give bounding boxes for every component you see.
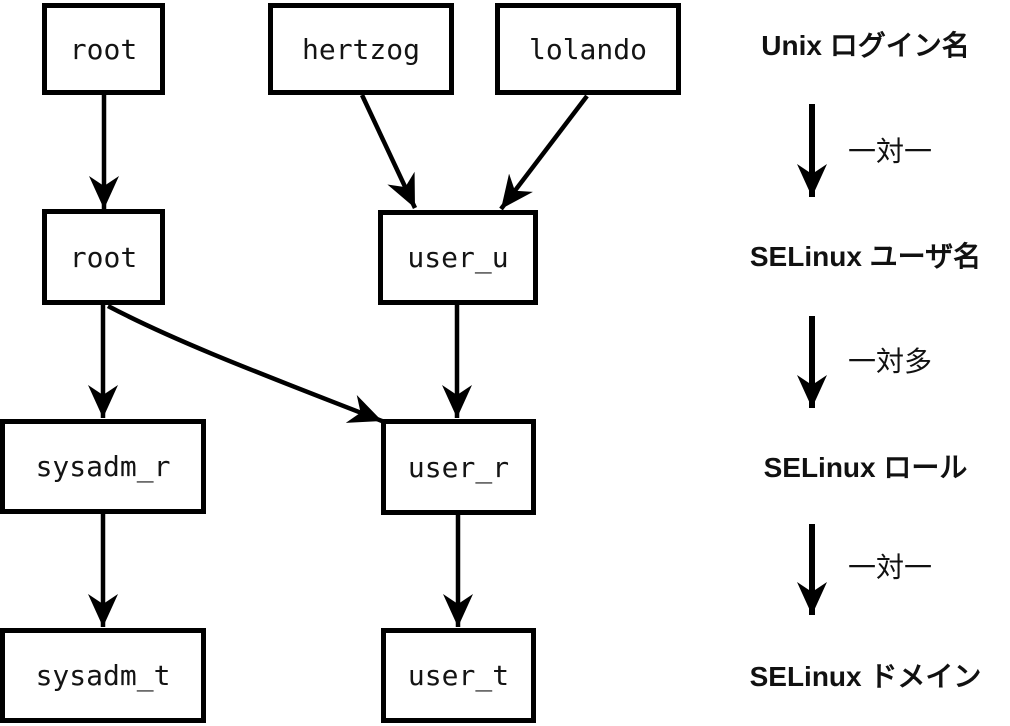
node-label: sysadm_r bbox=[35, 450, 171, 483]
node-selinux-user-user_u: user_u bbox=[378, 210, 538, 305]
node-unix-login-root: root bbox=[42, 3, 165, 95]
edge-seuser-root-to-user_r bbox=[106, 304, 383, 424]
node-selinux-role-user_r: user_r bbox=[381, 419, 536, 515]
legend-level-selinux-role: SELinux ロール bbox=[763, 452, 968, 483]
node-label: root bbox=[69, 32, 138, 66]
legend-level-unix-login: Unix ログイン名 bbox=[761, 30, 970, 61]
node-label: hertzog bbox=[301, 32, 420, 66]
legend-relation-one-to-many: 一対多 bbox=[848, 345, 933, 378]
legend-level-selinux-user: SELinux ユーザ名 bbox=[749, 241, 982, 272]
node-label: sysadm_t bbox=[35, 659, 171, 692]
node-selinux-domain-user_t: user_t bbox=[381, 628, 536, 723]
edge-hertzog-to-user_u bbox=[359, 94, 418, 209]
legend-relation-one-to-one-2: 一対一 bbox=[848, 551, 933, 584]
node-unix-login-lolando: lolando bbox=[495, 3, 681, 95]
node-label: root bbox=[69, 240, 138, 274]
node-label: user_r bbox=[407, 450, 510, 484]
node-selinux-role-sysadm_r: sysadm_r bbox=[0, 419, 206, 514]
legend-relation-one-to-one-1: 一対一 bbox=[848, 135, 933, 168]
node-label: lolando bbox=[528, 32, 647, 66]
node-label: user_t bbox=[407, 659, 510, 692]
node-selinux-user-root: root bbox=[42, 209, 165, 305]
legend-level-selinux-domain: SELinux ドメイン bbox=[749, 661, 982, 692]
node-selinux-domain-sysadm_t: sysadm_t bbox=[0, 628, 206, 723]
node-label: user_u bbox=[407, 241, 509, 274]
edge-lolando-to-user_u bbox=[499, 94, 589, 211]
node-unix-login-hertzog: hertzog bbox=[268, 3, 454, 95]
